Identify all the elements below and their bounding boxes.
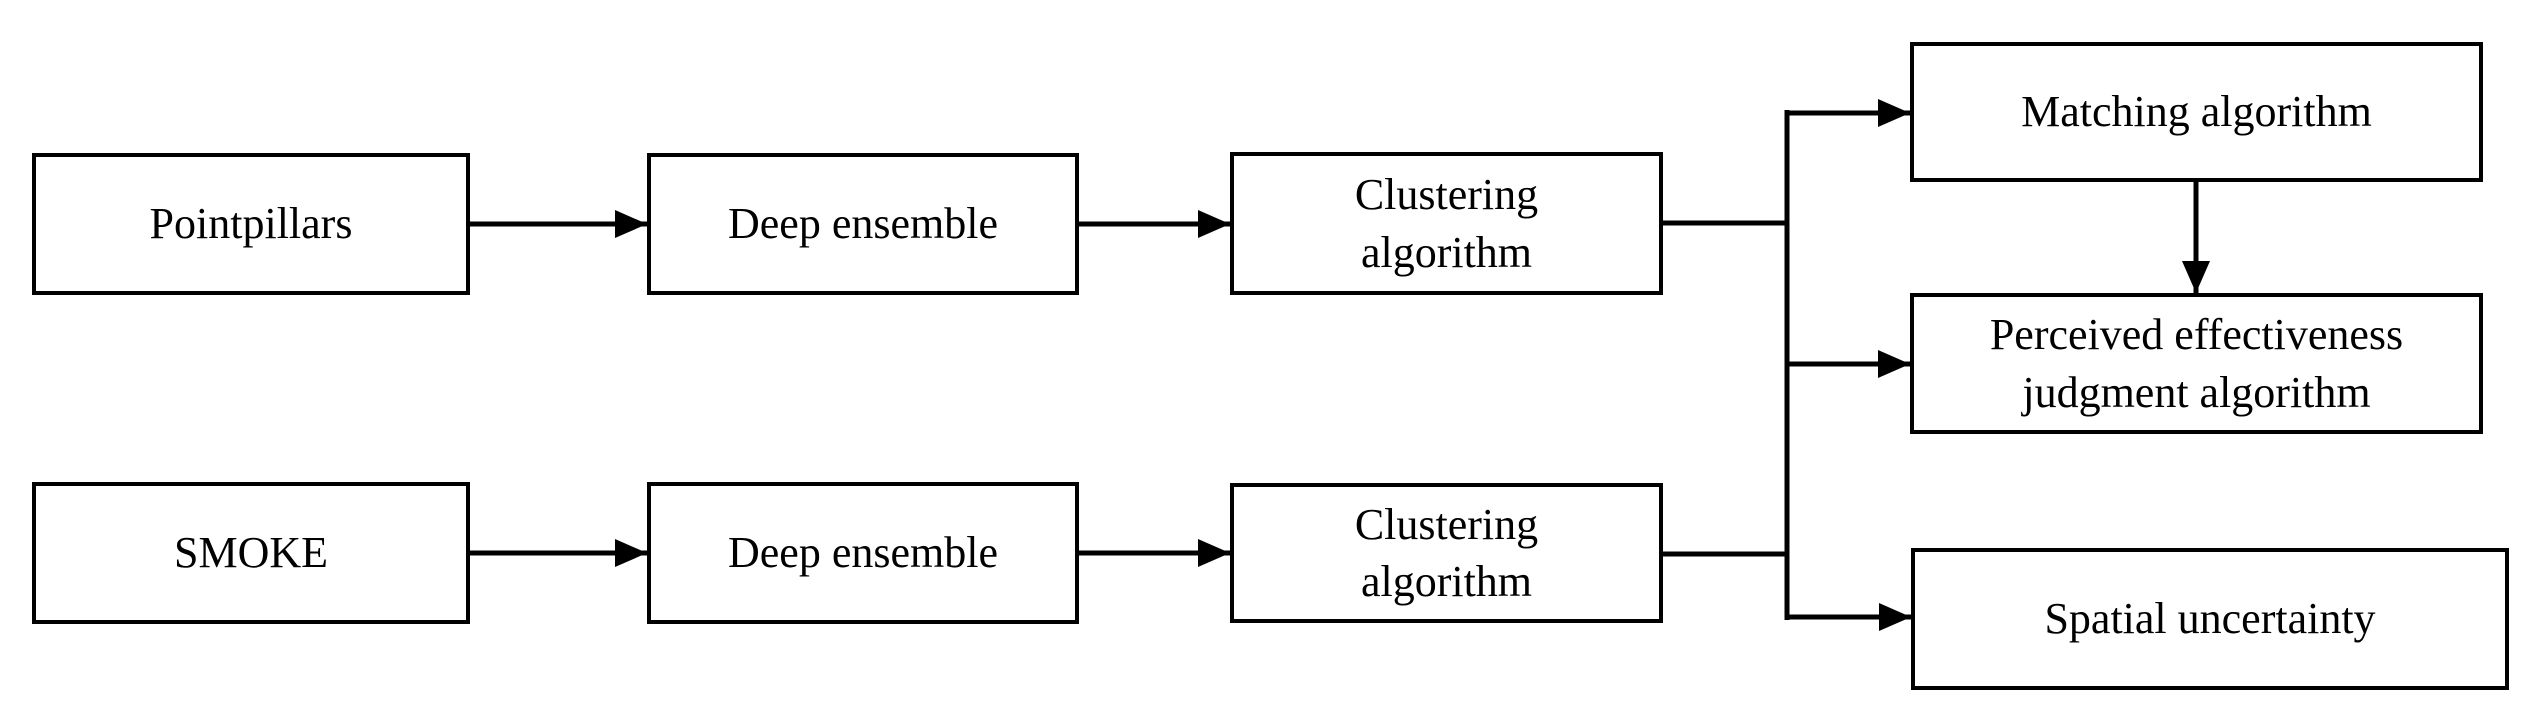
node-deep-ensemble-top-label: Deep ensemble <box>728 199 998 249</box>
node-smoke: SMOKE <box>32 482 470 624</box>
node-spatial-uncertainty-label: Spatial uncertainty <box>2044 594 2376 644</box>
node-clustering-algorithm-bottom: Clustering algorithm <box>1230 483 1663 623</box>
node-smoke-label: SMOKE <box>173 528 329 578</box>
node-pointpillars: Pointpillars <box>32 153 470 295</box>
node-deep-ensemble-top: Deep ensemble <box>647 153 1079 295</box>
node-pointpillars-label: Pointpillars <box>149 199 353 249</box>
node-deep-ensemble-bottom-label: Deep ensemble <box>728 528 998 578</box>
node-deep-ensemble-bottom: Deep ensemble <box>647 482 1079 624</box>
node-clustering-algorithm-bottom-label: Clustering algorithm <box>1354 499 1539 606</box>
node-perceived-effectiveness-judgment-algorithm: Perceived effectiveness judgment algorit… <box>1910 293 2483 434</box>
node-matching-algorithm-label: Matching algorithm <box>2021 87 2372 137</box>
node-clustering-algorithm-top: Clustering algorithm <box>1230 152 1663 295</box>
node-clustering-algorithm-top-label: Clustering algorithm <box>1354 170 1539 277</box>
node-matching-algorithm: Matching algorithm <box>1910 42 2483 182</box>
node-spatial-uncertainty: Spatial uncertainty <box>1911 548 2509 690</box>
node-perceived-effectiveness-judgment-algorithm-label: Perceived effectiveness judgment algorit… <box>1989 310 2404 417</box>
